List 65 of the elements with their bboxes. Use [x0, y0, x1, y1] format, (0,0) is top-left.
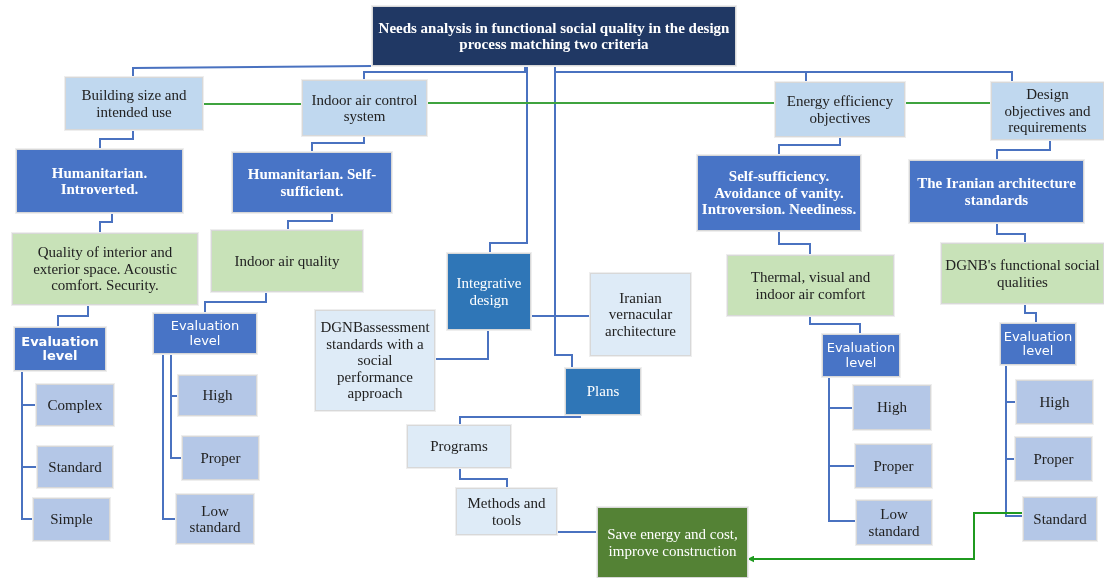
connector-line	[530, 315, 591, 317]
connector-line	[99, 212, 113, 234]
topic-box: DGNBassessment standards with a social performance approach	[315, 310, 435, 411]
arrow	[747, 512, 1024, 563]
connector-line	[287, 212, 333, 231]
criterion-box: Thermal, visual and indoor air comfort	[727, 255, 894, 316]
level-box: High	[1016, 380, 1093, 424]
connector-line	[21, 370, 34, 520]
connector-line	[459, 414, 581, 426]
connector-line	[996, 139, 1051, 161]
process-box: Integrative design	[447, 253, 531, 330]
connector-line	[434, 329, 489, 360]
level-box: Simple	[33, 498, 110, 541]
level-box: High	[178, 375, 257, 416]
connector-line	[556, 531, 598, 533]
connector-line	[809, 315, 861, 335]
level-box: Proper	[182, 436, 259, 480]
criterion-box: Indoor air quality	[211, 230, 363, 292]
connector-line	[1024, 303, 1037, 324]
connector-line	[204, 291, 267, 314]
criterion-box: Quality of interior and exterior space. Acoustic comfort. Security.	[12, 233, 198, 305]
level-box: Standard	[1023, 497, 1097, 541]
category-box: Building size and intended use	[65, 77, 203, 130]
evaluation-box: Evaluation level	[14, 327, 106, 371]
connector-line	[1005, 364, 1024, 517]
process-box: Plans	[565, 368, 641, 415]
evaluation-box: Evaluation level	[822, 334, 900, 377]
level-box: Proper	[855, 444, 932, 488]
topic-box: Methods and tools	[456, 488, 557, 535]
connector-line	[996, 222, 1026, 244]
connector-line	[363, 65, 526, 81]
evaluation-box: Evaluation level	[153, 313, 257, 354]
title-box: Needs analysis in functional social quality in the design process matching two criteria	[372, 6, 736, 66]
level-box: Standard	[37, 446, 113, 488]
level-box: High	[853, 385, 931, 430]
category-box: Energy efficiency objectives	[775, 82, 905, 137]
level-box: Proper	[1015, 437, 1092, 481]
principle-box: Self-sufficiency. Avoidance of vanity. Introversion. Neediness.	[697, 155, 861, 231]
topic-box: Iranian vernacular architecture	[590, 273, 691, 356]
connector-line	[57, 304, 89, 328]
connector-line	[132, 65, 373, 78]
connector-line	[778, 230, 811, 256]
topic-box: Programs	[407, 425, 511, 468]
level-box: Low standard	[856, 500, 932, 545]
criterion-box: DGNB's functional social qualities	[941, 243, 1104, 304]
connector-line	[778, 136, 841, 156]
connector-line	[489, 65, 528, 254]
evaluation-box: Evaluation level	[1000, 323, 1076, 365]
connector-line	[828, 376, 857, 522]
principle-box: Humanitarian. Introverted.	[16, 149, 183, 213]
outcome-box: Save energy and cost, improve construction	[597, 507, 748, 578]
principle-box: Humanitarian. Self-sufficient.	[232, 152, 392, 213]
level-box: Low standard	[176, 494, 254, 544]
connector-line	[162, 353, 177, 520]
level-box: Complex	[36, 384, 114, 426]
connector-line	[202, 103, 303, 105]
connector-line	[99, 129, 134, 150]
connector-line	[426, 102, 776, 104]
connector-line	[904, 102, 992, 104]
category-box: Indoor air control system	[302, 80, 427, 136]
connector-line	[311, 135, 365, 153]
connector-line	[170, 353, 183, 459]
category-box: Design objectives and requirements	[991, 82, 1104, 140]
connector-line	[459, 467, 508, 489]
principle-box: The Iranian architecture standards	[909, 160, 1084, 223]
